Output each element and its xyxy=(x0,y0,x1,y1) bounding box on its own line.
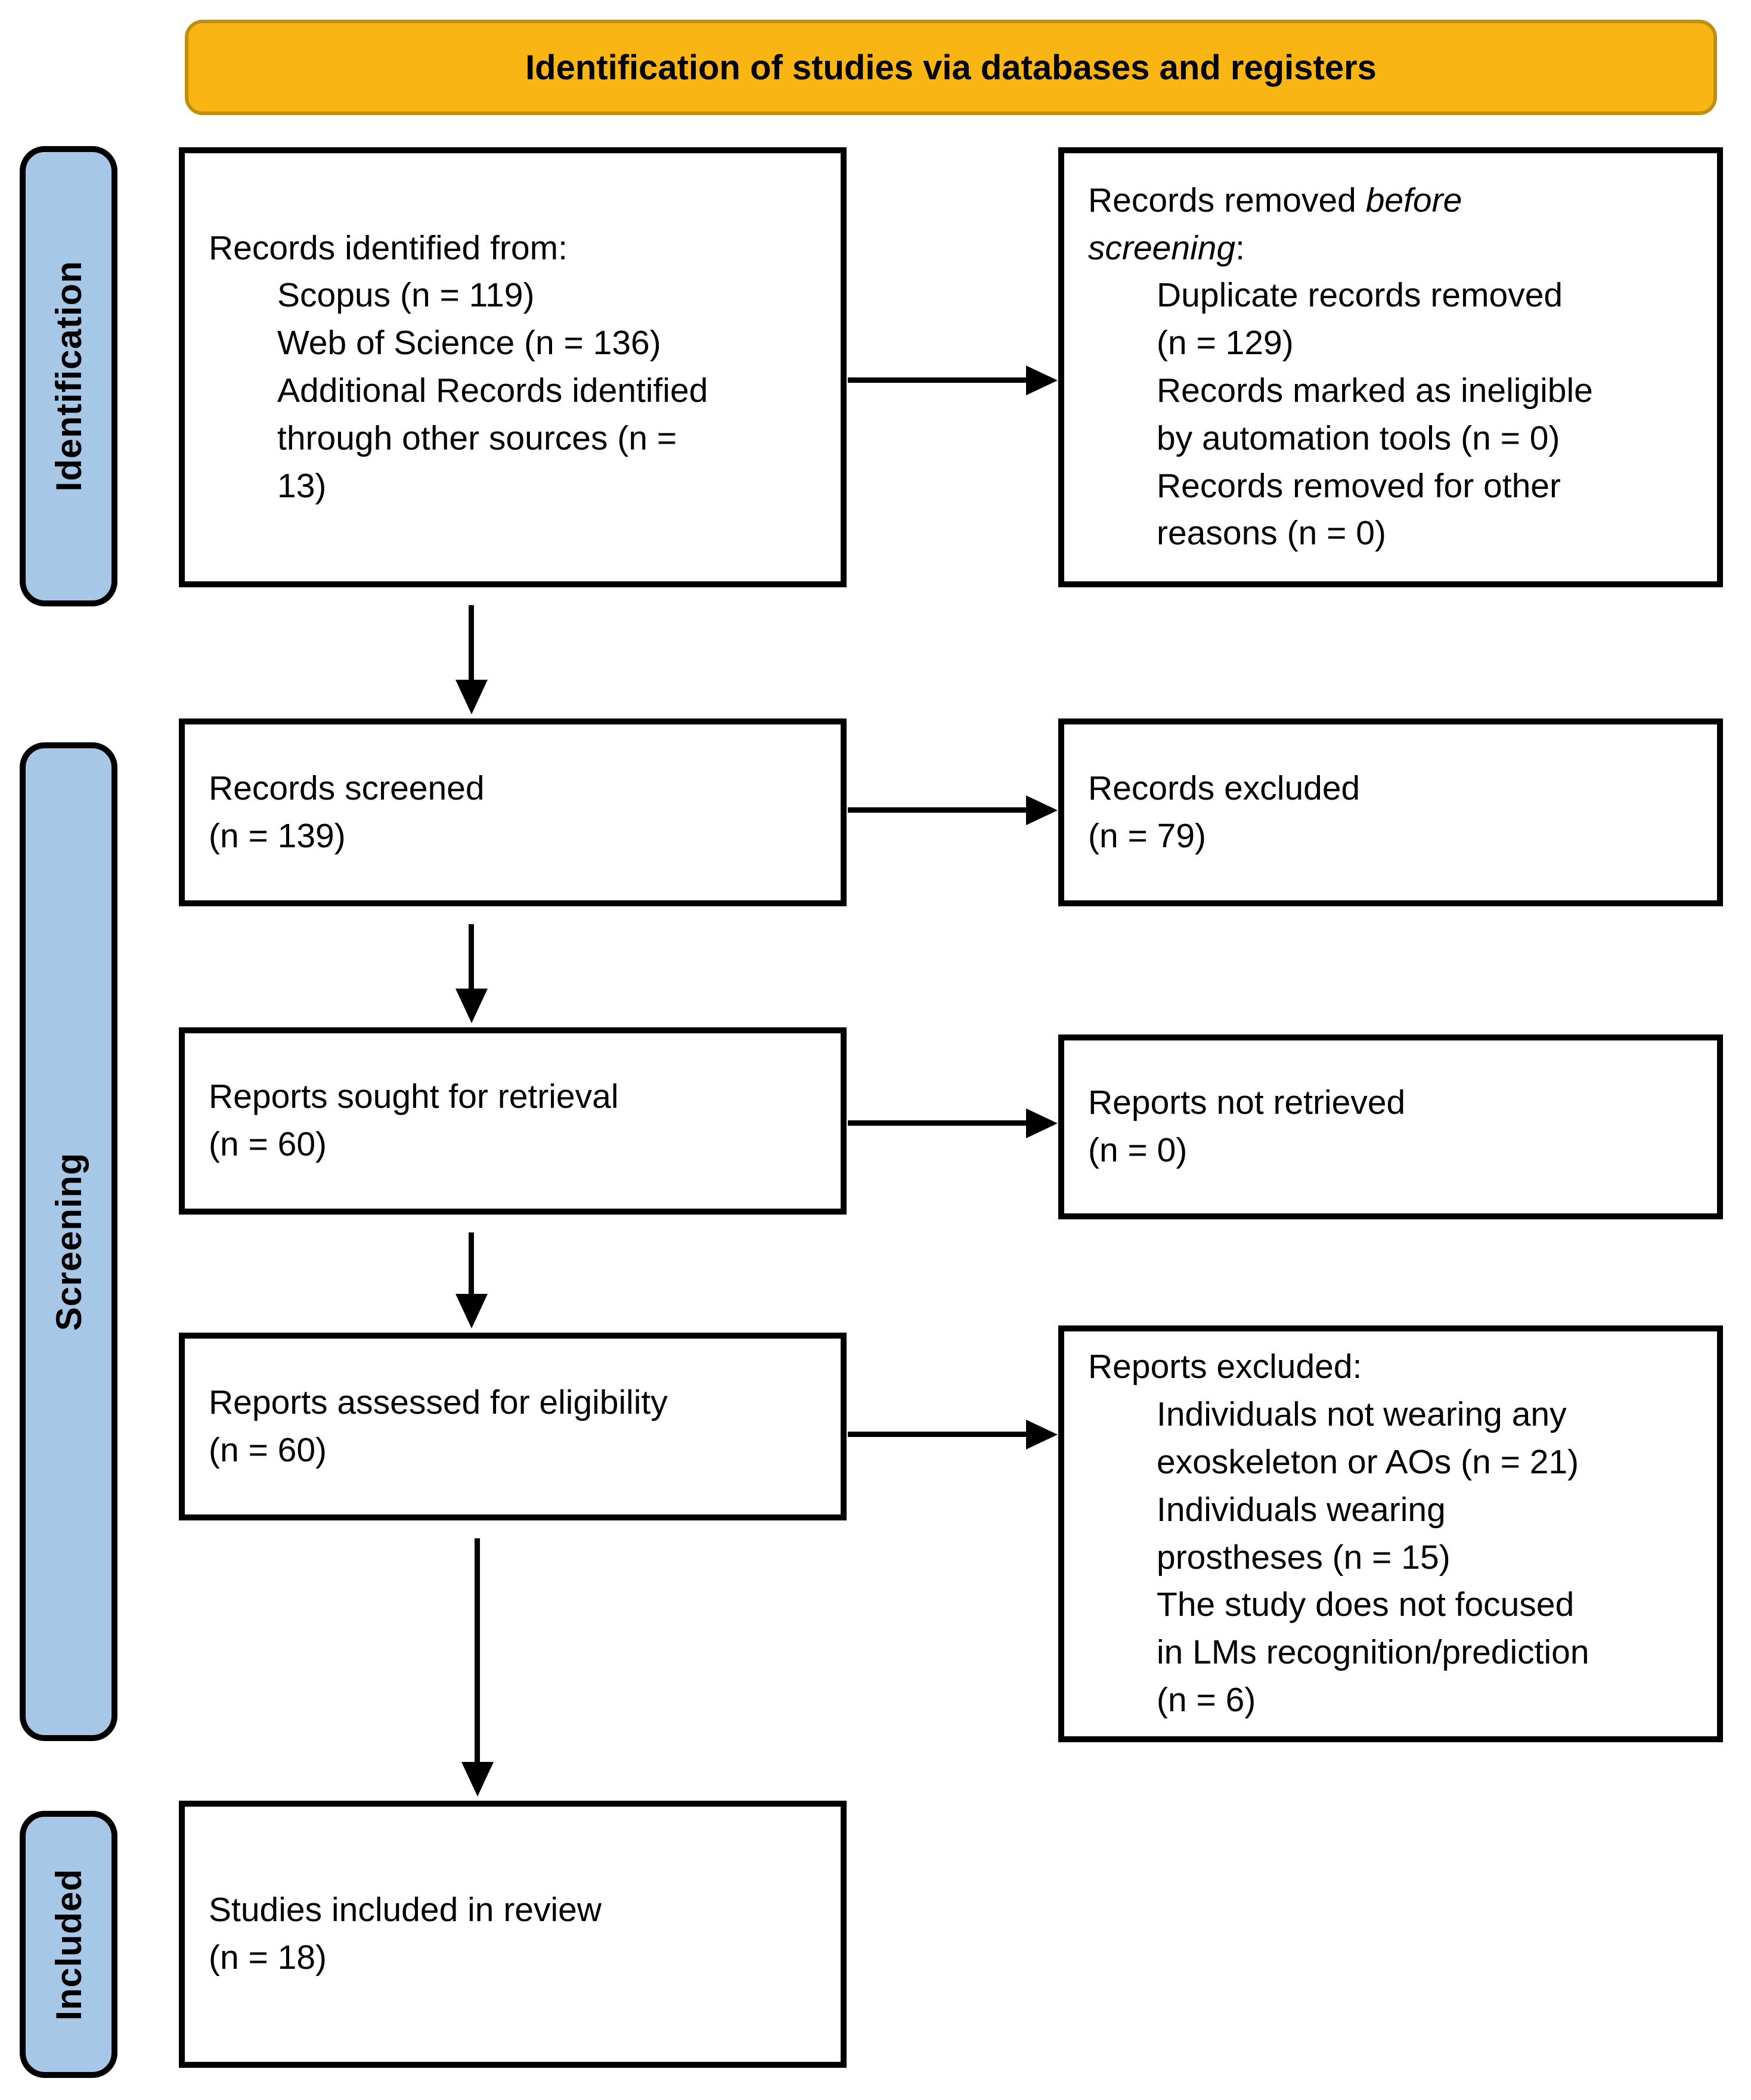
reports-assessed-text: Reports assessed for eligibility (n = 60… xyxy=(209,1383,668,1469)
stage-identification-label: Identification xyxy=(48,261,89,492)
stage-screening-label: Screening xyxy=(48,1152,89,1331)
records-screened-text: Records screened (n = 139) xyxy=(209,769,485,855)
list-item: The study does not focused in LMs recogn… xyxy=(1157,1585,1589,1719)
stage-included-label: Included xyxy=(48,1868,89,2021)
box-records-removed: Records removed before screening: Duplic… xyxy=(1058,147,1723,587)
studies-included-text: Studies included in review (n = 18) xyxy=(209,1891,602,1977)
box-reports-sought: Reports sought for retrieval (n = 60) xyxy=(179,1027,847,1215)
list-item: Duplicate records removed (n = 129) xyxy=(1157,276,1563,363)
reports-excluded-items: Individuals not wearing any exoskeleton … xyxy=(1088,1391,1699,1724)
box-reports-assessed: Reports assessed for eligibility (n = 60… xyxy=(179,1333,847,1520)
banner-title: Identification of studies via databases … xyxy=(185,20,1717,115)
stage-included: Included xyxy=(20,1811,117,2078)
list-item: Individuals wearing prostheses (n = 15) xyxy=(1157,1490,1451,1576)
stage-identification: Identification xyxy=(20,146,117,606)
box-records-excluded: Records excluded (n = 79) xyxy=(1058,718,1723,906)
arrow-down-assessed-to-included-icon xyxy=(475,1538,480,1763)
records-removed-intro: Records removed before screening: xyxy=(1088,181,1462,267)
records-excluded-text: Records excluded (n = 79) xyxy=(1088,769,1360,855)
arrow-right-assessed-to-excluded-icon xyxy=(848,1432,1027,1437)
list-item: Scopus (n = 119) xyxy=(277,276,535,315)
list-item: Individuals not wearing any exoskeleton … xyxy=(1157,1395,1579,1481)
records-removed-items: Duplicate records removed (n = 129)Recor… xyxy=(1088,272,1699,557)
arrow-down-screened-to-sought-icon xyxy=(469,924,474,990)
list-item: Records marked as ineligible by automati… xyxy=(1157,371,1593,457)
records-identified-items: Scopus (n = 119) Web of Science (n = 136)… xyxy=(209,272,823,510)
arrow-down-identified-to-screened-icon xyxy=(469,605,474,681)
arrow-right-screened-to-excluded-icon xyxy=(848,807,1027,813)
reports-not-retrieved-text: Reports not retrieved (n = 0) xyxy=(1088,1083,1406,1169)
list-item: Records removed for other reasons (n = 0… xyxy=(1157,466,1561,553)
arrow-right-sought-to-not-retrieved-icon xyxy=(848,1120,1027,1126)
box-records-screened: Records screened (n = 139) xyxy=(179,718,847,906)
reports-excluded-intro: Reports excluded: xyxy=(1088,1348,1362,1386)
list-item: Web of Science (n = 136) xyxy=(277,324,661,363)
list-item: Additional Records identified through ot… xyxy=(277,371,708,505)
arrow-down-sought-to-assessed-icon xyxy=(469,1232,474,1295)
stage-screening: Screening xyxy=(20,742,117,1741)
arrow-right-identified-to-removed-icon xyxy=(848,377,1027,383)
box-studies-included: Studies included in review (n = 18) xyxy=(179,1801,847,2068)
box-records-identified: Records identified from: Scopus (n = 119… xyxy=(179,147,847,587)
reports-sought-text: Reports sought for retrieval (n = 60) xyxy=(209,1077,619,1163)
banner-title-text: Identification of studies via databases … xyxy=(525,48,1377,87)
box-reports-excluded: Reports excluded: Individuals not wearin… xyxy=(1058,1325,1723,1742)
box-reports-not-retrieved: Reports not retrieved (n = 0) xyxy=(1058,1034,1723,1219)
records-identified-intro: Records identified from: xyxy=(209,228,568,267)
